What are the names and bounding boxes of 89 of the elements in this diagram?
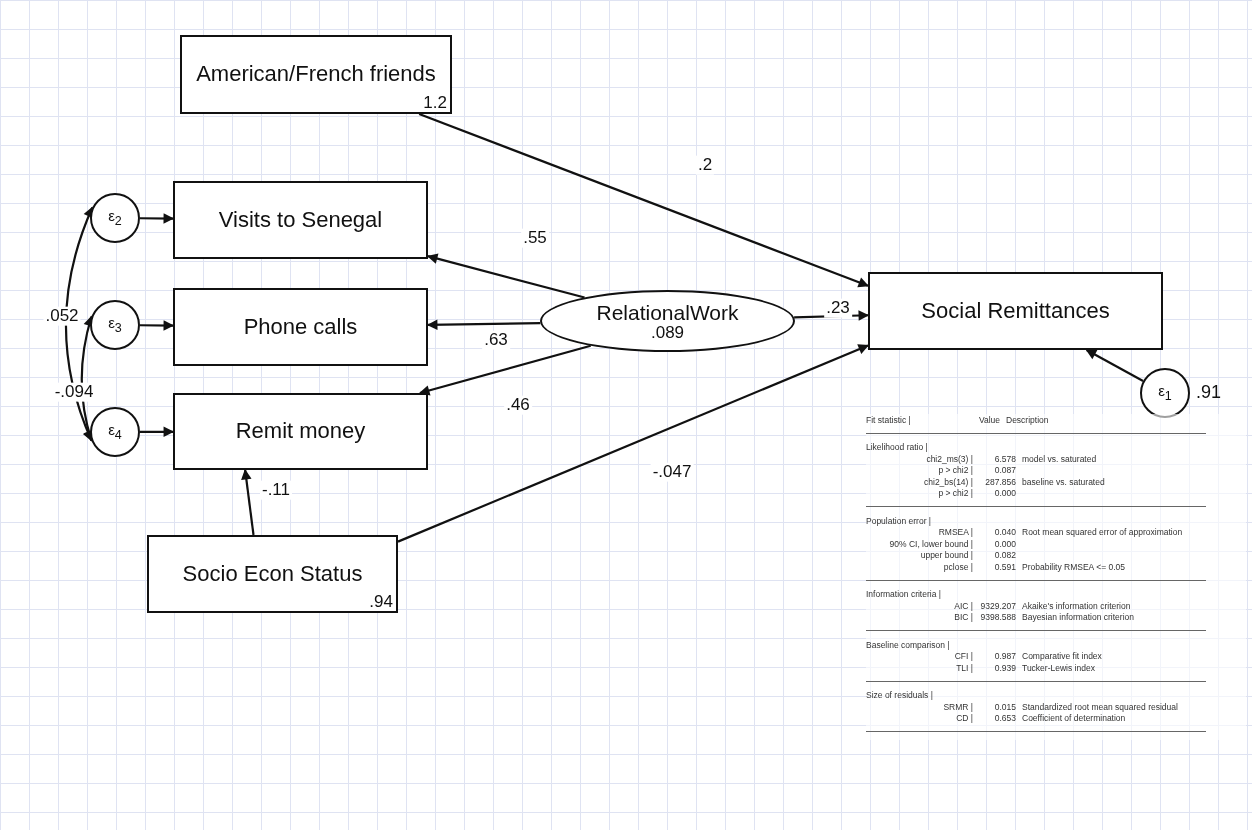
error-label: ε$_{2}$ — [108, 207, 122, 229]
edge-label: .23 — [824, 298, 852, 318]
statistic-name: chi2_bs(14) | — [923, 476, 974, 487]
statistic-value: 0.987 — [993, 651, 1017, 662]
statistic-description: Comparative fit index — [1022, 651, 1103, 662]
arrow — [418, 112, 869, 288]
variance-value: .089 — [650, 324, 685, 342]
arrow — [140, 213, 175, 224]
statistic-description: Root mean squared error of approximation — [1022, 527, 1184, 538]
statistic-name: upper bound | — [919, 550, 974, 561]
statistic-value: 0.591 — [993, 561, 1017, 572]
edge-label: -.047 — [650, 462, 694, 482]
statistic-name: p > chi2 | — [937, 465, 974, 476]
edge-label: -.11 — [260, 480, 292, 500]
statistic-description: Probability RMSEA <= 0.05 — [1022, 561, 1126, 572]
arrow — [419, 344, 591, 396]
statistic-value: 0.000 — [993, 488, 1017, 499]
edge-label: .052 — [43, 306, 81, 326]
table-group-heading: Information criteria | — [866, 589, 942, 600]
error-term-circle — [1140, 368, 1190, 418]
statistic-value: 0.082 — [993, 550, 1017, 561]
table-group-heading: Size of residuals | — [866, 690, 934, 701]
statistic-value: 0.939 — [993, 662, 1017, 673]
error-term-circle — [90, 407, 140, 457]
statistic-value: 0.000 — [993, 538, 1017, 549]
statistic-name: SRMR | — [942, 701, 974, 712]
error-term-circle — [90, 300, 140, 350]
variable-name: Remit money — [235, 419, 366, 444]
variable-name: Phone calls — [243, 314, 358, 340]
error-label: ε$_{1}$ — [1158, 382, 1172, 404]
statistic-value: 0.015 — [993, 701, 1017, 712]
variable-box — [147, 535, 398, 613]
statistic-description: Tucker-Lewis index — [1022, 662, 1096, 673]
variable-name: Social Remittances — [921, 298, 1110, 324]
variable-box — [173, 288, 428, 366]
table-group-heading: Population error | — [866, 515, 933, 526]
edge-label: .55 — [521, 228, 549, 248]
variable-name: Socio Econ Status — [182, 561, 363, 587]
statistic-value: 0.653 — [993, 713, 1017, 724]
statistic-description: model vs. saturated — [1022, 453, 1098, 464]
statistic-name: TLI | — [955, 662, 974, 673]
variable-box — [180, 35, 452, 114]
edge-label: .63 — [482, 330, 510, 350]
statistic-description: Bayesian information criterion — [1022, 612, 1135, 623]
arrow — [397, 344, 869, 543]
statistic-name: AIC | — [953, 600, 974, 611]
statistic-description: baseline vs. saturated — [1022, 476, 1106, 487]
variance-value: 1.2 — [423, 94, 447, 111]
error-label: ε$_{4}$ — [108, 421, 122, 443]
column-header: Value — [977, 414, 1001, 425]
edge-label: .46 — [504, 395, 532, 415]
variable-name: RelationalWork — [596, 300, 739, 325]
column-header: Description — [1006, 414, 1050, 425]
statistic-value: 6.578 — [993, 453, 1017, 464]
variable-box — [868, 272, 1163, 350]
statistic-name: RMSEA | — [937, 527, 974, 538]
error-term-circle — [90, 193, 140, 243]
statistic-name: 90% CI, lower bound | — [888, 538, 974, 549]
edge-label: -.094 — [52, 382, 96, 402]
statistic-name: BIC | — [953, 612, 974, 623]
statistic-description: Standardized root mean squared residual — [1022, 701, 1179, 712]
statistic-value: 287.856 — [984, 476, 1017, 487]
statistic-description: Akaike's information criterion — [1022, 600, 1132, 611]
statistic-name: CD | — [955, 713, 974, 724]
statistic-name: pclose | — [942, 561, 974, 572]
statistic-description: Coefficient of determination — [1022, 713, 1127, 724]
variance-value: .94 — [369, 593, 393, 610]
statistic-value: 9329.207 — [979, 600, 1017, 611]
table-group-heading: Likelihood ratio | — [866, 442, 929, 453]
arrow — [140, 320, 175, 331]
arrow — [427, 253, 585, 299]
arrow — [140, 426, 175, 438]
statistic-value: 9398.588 — [979, 612, 1017, 623]
variable-name: Visits to Senegal — [218, 207, 383, 233]
statistic-name: p > chi2 | — [937, 488, 974, 499]
column-header: Fit statistic | — [866, 414, 912, 425]
table-group-heading: Baseline comparison | — [866, 639, 951, 650]
statistic-name: chi2_ms(3) | — [925, 453, 974, 464]
error-label: ε$_{3}$ — [108, 314, 122, 336]
edge-label: .2 — [695, 155, 715, 175]
arrow — [241, 468, 255, 536]
statistic-name: CFI | — [953, 651, 974, 662]
variance-value: .91 — [1196, 382, 1222, 403]
variable-box — [173, 181, 428, 259]
statistic-value: 0.040 — [993, 527, 1017, 538]
statistic-value: 0.087 — [993, 465, 1017, 476]
variable-name: American/French friends — [196, 62, 436, 87]
variable-box — [173, 393, 428, 470]
arrow — [1085, 349, 1144, 382]
